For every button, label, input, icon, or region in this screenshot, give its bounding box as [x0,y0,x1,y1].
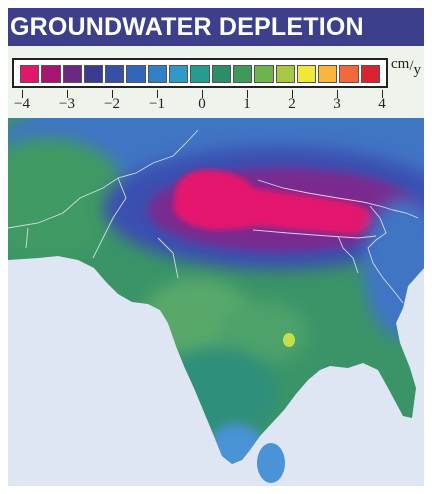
map-figure: GROUNDWATER DEPLETION −4 −3 −2 −1 0 1 2 3 4 cm/y [8,8,424,486]
legend-panel: −4 −3 −2 −1 0 1 2 3 4 cm/y [8,46,424,118]
legend-swatch [190,65,210,83]
groundwater-depletion-map [8,118,424,486]
legend-tick-label: 4 [378,96,386,112]
legend-tick-label: −2 [104,96,120,112]
legend-swatch [211,65,231,83]
legend-tick-mark [157,90,158,98]
legend-unit: cm/y [391,56,422,78]
legend-tick-mark [202,90,203,98]
sri-lanka [257,443,285,483]
legend-tick-label: −1 [149,96,165,112]
legend-tick-label: 2 [288,96,296,112]
legend-tick-label: −4 [14,96,30,112]
color-scale-legend [12,58,388,88]
legend-tick-mark [382,90,383,98]
positive-anomaly-spot [283,333,295,347]
legend-swatch [296,65,317,83]
legend-swatch [105,65,125,83]
legend-tick-mark [67,90,68,98]
unit-slash: / [409,58,414,74]
legend-tick-mark [292,90,293,98]
legend-swatch [169,65,189,83]
unit-numerator: cm [391,56,410,72]
unit-denominator: y [413,62,422,78]
legend-swatch [232,65,253,83]
legend-tick-label: −3 [59,96,75,112]
legend-swatch [275,65,295,83]
legend-swatch [360,65,380,83]
legend-tick-mark [337,90,338,98]
legend-swatch [41,65,61,83]
legend-swatch [147,65,168,83]
legend-swatch [126,65,146,83]
legend-swatch [339,65,359,83]
legend-tick-label: 3 [333,96,341,112]
country-borders [8,129,419,304]
map-title: GROUNDWATER DEPLETION [10,13,364,41]
legend-tick-label: 1 [243,96,251,112]
legend-swatch [83,65,104,83]
legend-tick-mark [247,90,248,98]
legend-tick-mark [22,90,23,98]
legend-swatch [62,65,82,83]
title-bar: GROUNDWATER DEPLETION [8,8,424,46]
legend-swatch [318,65,338,83]
legend-tick-mark [112,90,113,98]
legend-tick-label: 0 [198,96,206,112]
legend-swatch [20,65,40,83]
legend-swatch [254,65,274,83]
